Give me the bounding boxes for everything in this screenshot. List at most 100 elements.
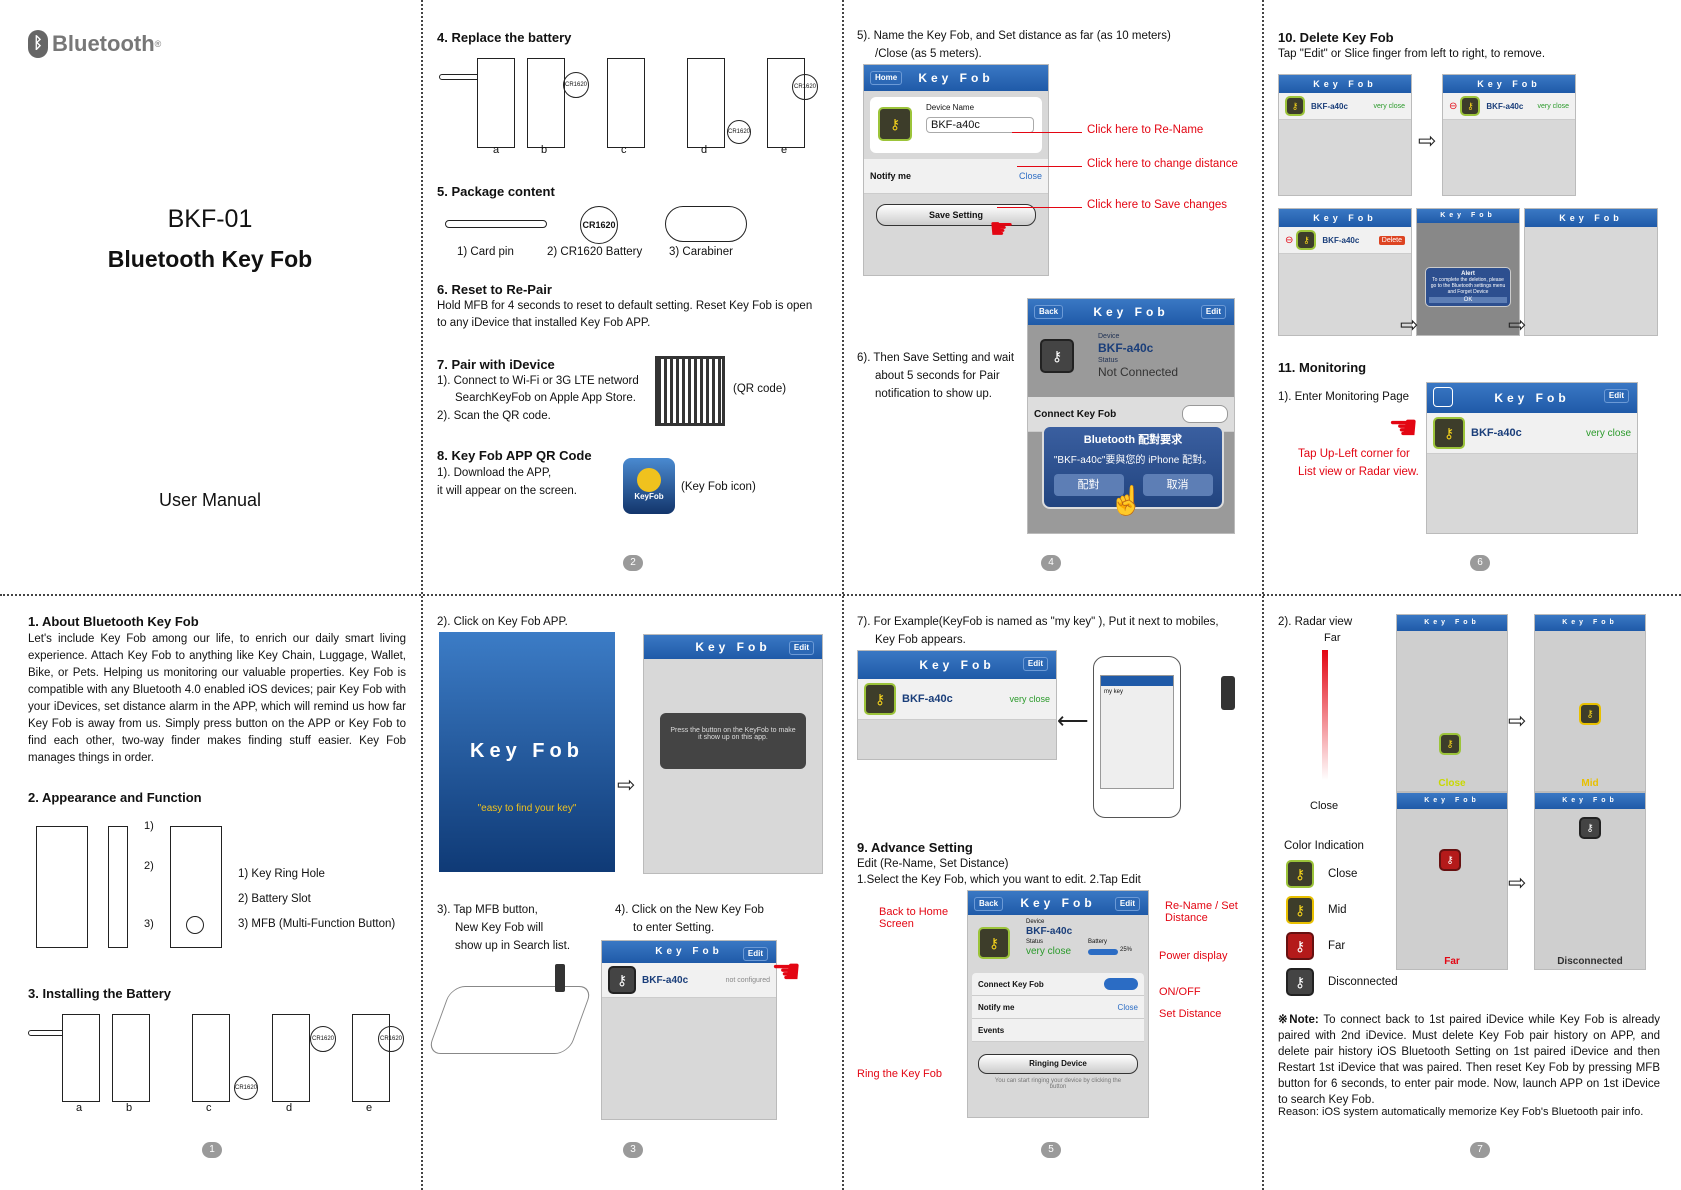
field-label: Device Name [926,103,975,112]
radar-screen-far: Key Fob ⚷ Far [1396,792,1508,970]
edit-button[interactable]: Edit [1603,389,1629,403]
toggle-switch[interactable] [1104,978,1138,990]
edit-button[interactable]: Edit [742,947,768,961]
battery-coin: CR1620 [727,120,751,144]
instruction-line: 1). Connect to Wi-Fi or 3G LTE netword [437,375,639,387]
toggle-switch[interactable] [1182,405,1228,423]
page-number: 6 [1470,555,1490,571]
device-name-card: ⚷ Device Name BKF-a40c [870,97,1042,153]
save-setting-button[interactable]: Save Setting [876,204,1036,226]
callout-rename: Re-Name / Set Distance [1165,900,1238,924]
pair-button[interactable]: 配對 [1053,474,1124,496]
battery-coin: CR1620 [580,206,618,244]
callout-rename: Click here to Re-Name [1087,124,1204,136]
app-header: Key Fob [1397,793,1507,809]
search-popup: Press the button on the KeyFob to make i… [660,713,806,769]
home-button[interactable]: Home [870,71,903,85]
splash-tagline: "easy to find your key" [477,803,577,814]
card-pin [439,74,481,80]
section-body: Tap "Edit" or Slice finger from left to … [1278,48,1546,60]
key-fob-signal-icon [1221,676,1235,710]
qr-code [655,356,725,426]
page-number: 1 [202,1142,222,1158]
ok-button[interactable]: OK [1429,297,1507,303]
delete-button[interactable]: Delete [1378,235,1405,245]
page-number: 3 [623,1142,643,1158]
section-heading: 2. Appearance and Function [28,790,202,805]
instruction-line: 6). Then Save Setting and wait [857,352,1015,364]
instruction-line: about 5 seconds for Pair [875,370,1000,382]
section-heading: 1. About Bluetooth Key Fob [28,614,199,629]
step-label: e [781,144,788,156]
app-header: Key Fob [1417,209,1519,223]
edit-button[interactable]: Edit [1114,897,1140,911]
section-heading: 10. Delete Key Fob [1278,30,1394,45]
radar-screen-mid: Key Fob ⚷ Mid [1534,614,1646,792]
device-name-field[interactable]: BKF-a40c [926,117,1034,133]
callout-line [1017,166,1082,167]
step-label: e [366,1102,373,1114]
step-label: a [76,1102,83,1114]
pointer-hand-icon: ☚ [771,953,802,991]
splash-screen: Key Fob "easy to find your key" [439,632,615,872]
callout-setdistance: Set Distance [1159,1008,1222,1020]
bluetooth-icon: ᛒ [28,30,48,58]
key-fob-a [62,1014,100,1102]
package-diagram: CR1620 [437,204,827,264]
key-icon: ⚷ [1040,339,1074,373]
key-icon: ⚷ [1439,733,1461,755]
instruction-line: notification to show up. [875,388,992,400]
instruction-line: to enter Setting. [633,922,715,934]
carabiner [665,206,747,242]
remove-icon[interactable]: ⊖ [1285,234,1294,246]
range-gradient-bar [1322,650,1328,780]
app-header: Key Fob [1535,615,1645,631]
edit-button[interactable]: Edit [1022,657,1048,671]
key-fob-c [607,58,645,148]
appearance-diagram: 1) 2) 3) [28,814,228,954]
device-status-card: ⚷ Device BKF-a40c Status Not Connected [1028,325,1234,397]
callout-number: 3) [144,918,154,930]
tip-text: List view or Radar view. [1298,466,1419,478]
edit-button[interactable]: Edit [788,641,814,655]
remove-icon[interactable]: ⊖ [1449,100,1458,112]
key-fob-front [36,826,88,948]
color-indication-title: Color Indication [1284,840,1364,852]
instruction-line: Edit (Re-Name, Set Distance) [857,858,1009,870]
instruction-line: 5). Name the Key Fob, and Set distance a… [857,30,1171,42]
key-icon: ⚷ [1285,96,1305,116]
step-label: a [493,144,500,156]
manual-subtitle: User Manual [158,490,262,510]
ringing-device-button[interactable]: Ringing Device [978,1054,1138,1074]
key-fob-d [687,58,725,148]
cancel-button[interactable]: 取消 [1142,474,1213,496]
arrow-right-icon: ⇨ [617,772,636,797]
connect-row[interactable]: Connect Key Fob [972,973,1144,996]
app-header: Key Fob [1397,615,1507,631]
key-icon: ⚷ [1439,849,1461,871]
step-label: c [206,1102,212,1114]
events-row[interactable]: Events [972,1019,1144,1042]
back-button[interactable]: Back [974,897,1004,911]
instruction-line: 4). Click on the New Key Fob [615,904,764,916]
instruction-line: 7). For Example(KeyFob is named as "my k… [857,616,1219,628]
key-icon: ⚷ [1286,968,1314,996]
wifi-icon [637,468,661,492]
arrow-left-icon: ⟵ [1057,708,1089,733]
key-fob-e [767,58,805,148]
view-toggle-icon[interactable] [1433,387,1453,407]
back-button[interactable]: Back [1034,305,1064,319]
edit-button[interactable]: Edit [1200,305,1226,319]
